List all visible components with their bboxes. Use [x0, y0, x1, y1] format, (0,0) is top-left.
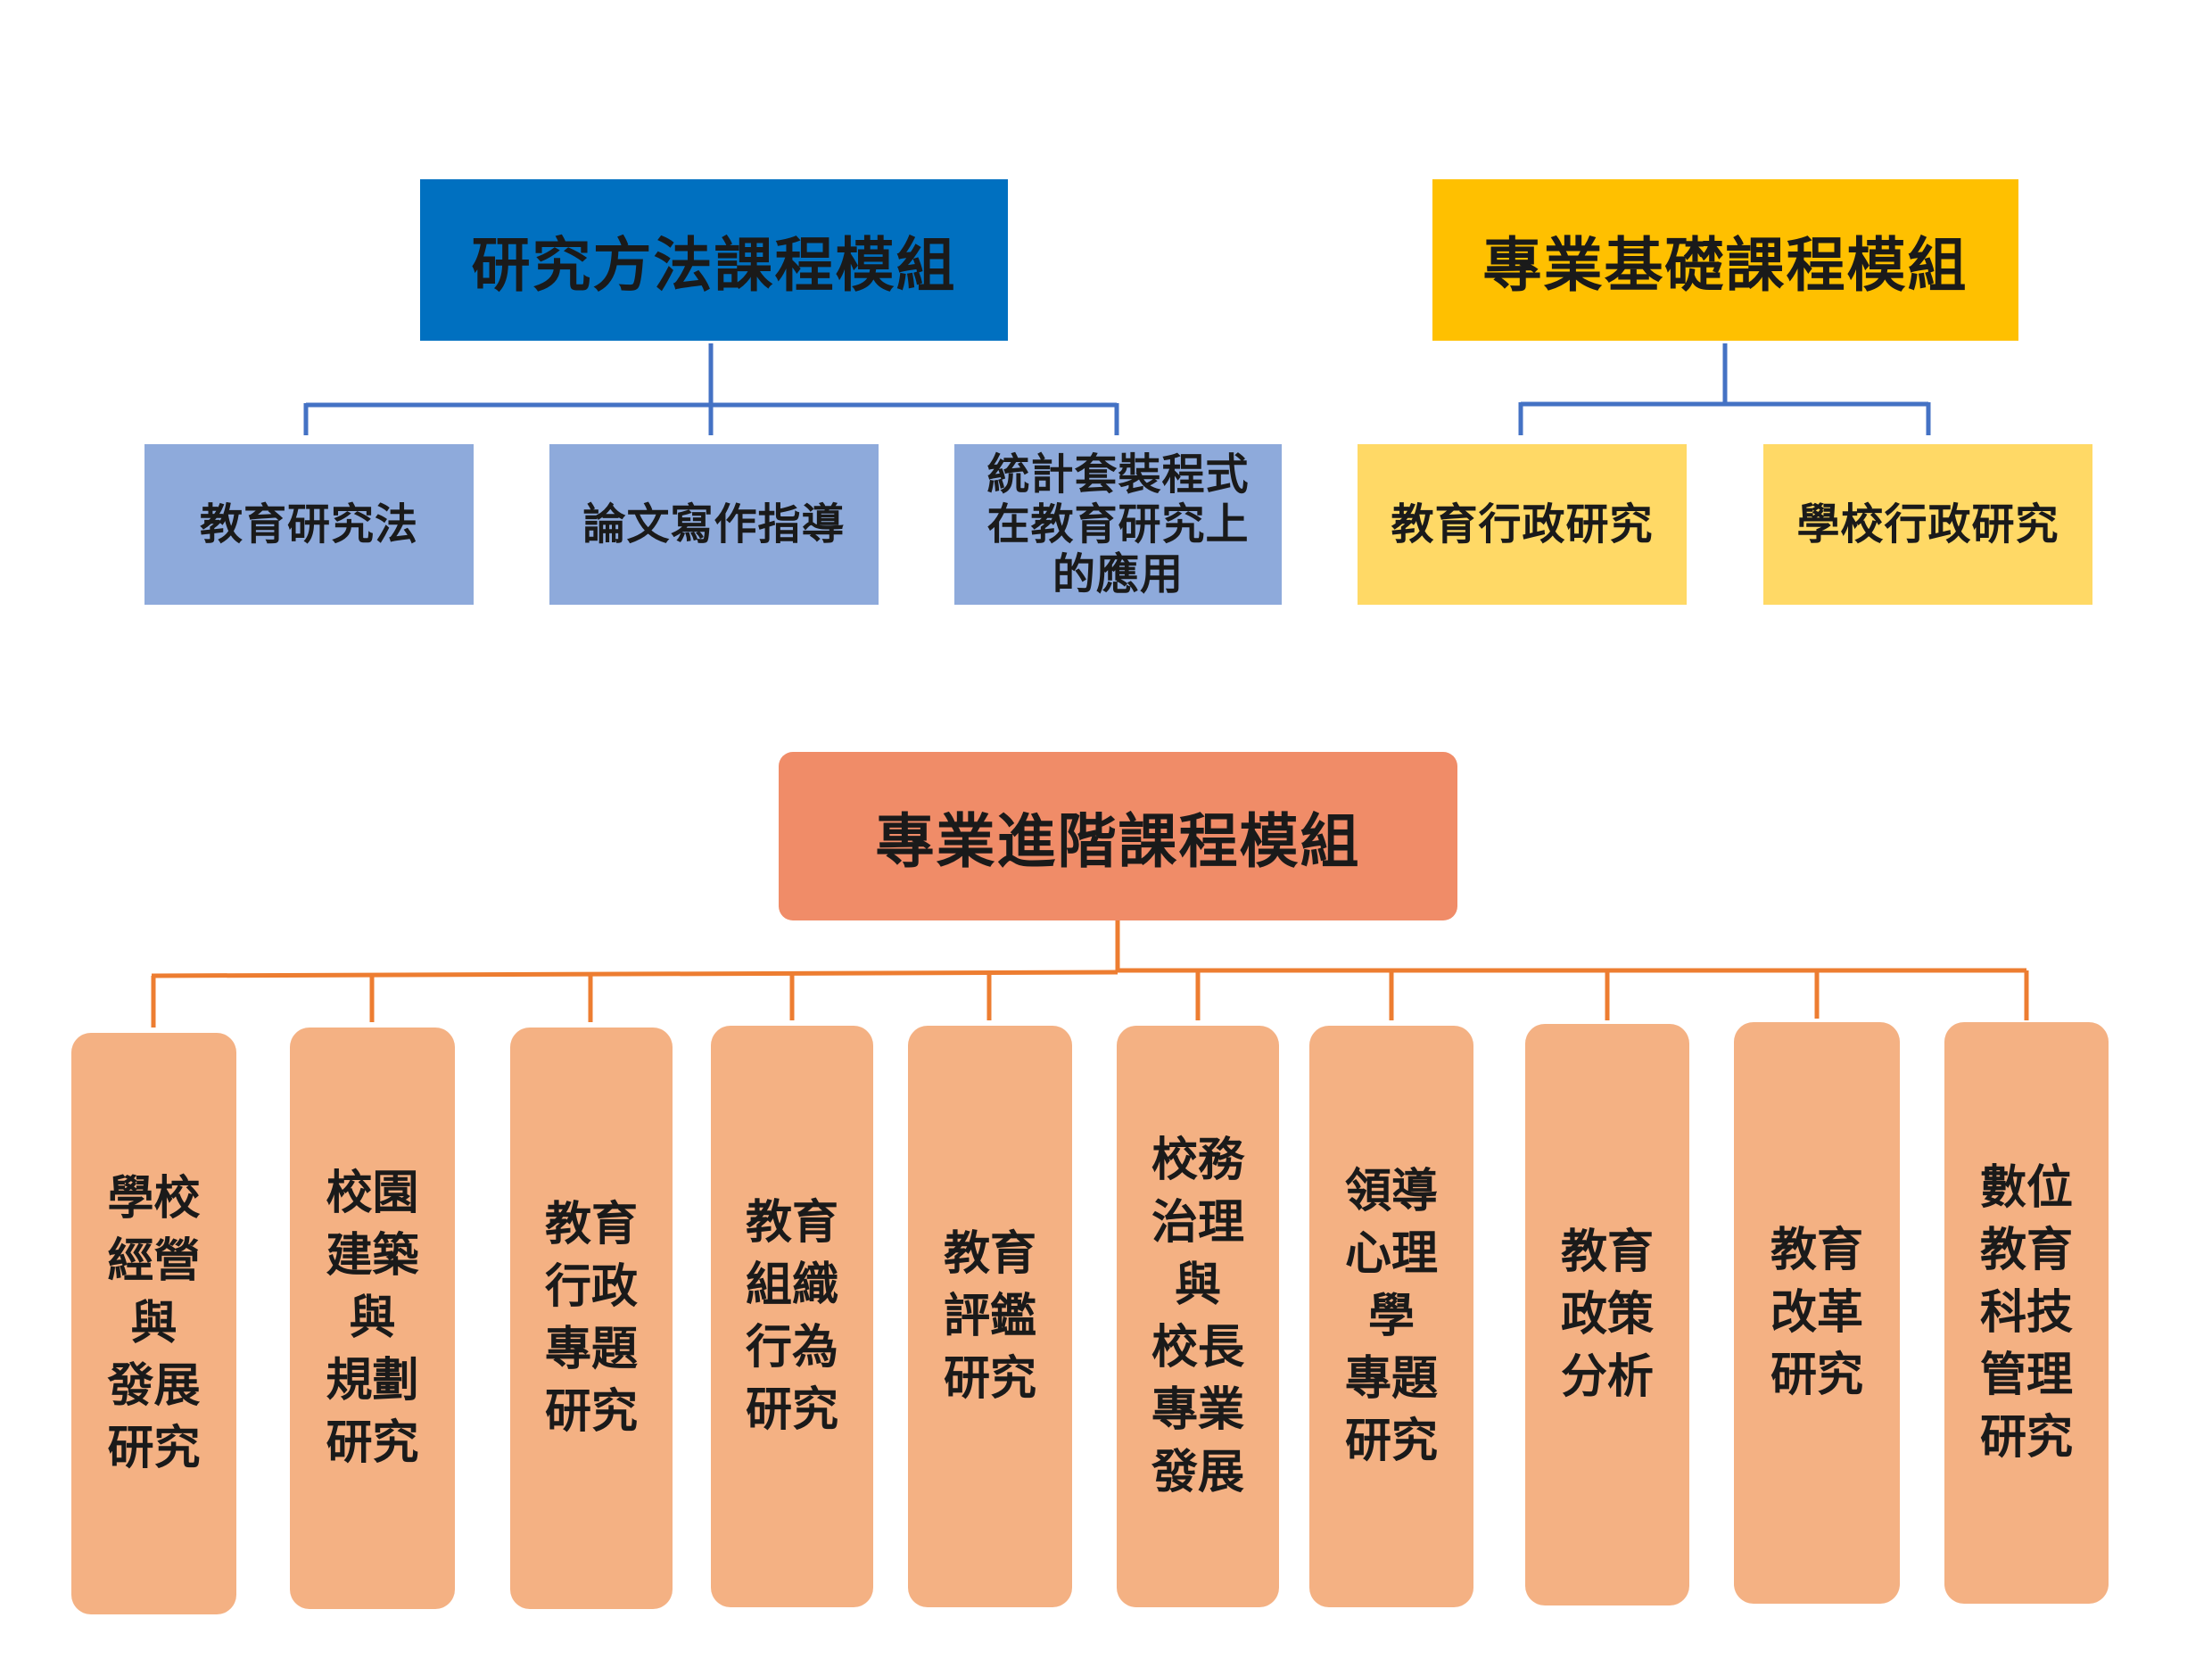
advanced-module-title: 專業進階課程模組: [875, 806, 1361, 876]
foundation-item-label: 教育行政研究: [1391, 499, 1654, 549]
foundation-item-label: 學校行政研究: [1796, 499, 2059, 549]
research-item-label: 教育研究法: [199, 499, 418, 549]
research-item-label: 論文寫作指導: [582, 499, 846, 549]
advanced-connectors: [151, 920, 2029, 1028]
advanced-item-label: 教育 政策 分析: [1560, 1226, 1654, 1404]
advanced-item-box: 教育 改革 研究: [1734, 1022, 1900, 1604]
advanced-item-box: 學校 經營 與 發展 研究: [71, 1033, 236, 1614]
foundation-item-box: 學校行政研究: [1763, 444, 2092, 605]
foundation-item-box: 教育行政研究: [1358, 444, 1687, 605]
advanced-item-label: 教育 組織 行為 研究: [745, 1196, 838, 1437]
advanced-item-box: 校務 治理 與 校長 專業 發展: [1117, 1026, 1279, 1607]
advanced-item-box: 教育 組織 行為 研究: [711, 1026, 873, 1607]
research-item-box: 教育研究法: [144, 444, 474, 605]
research-item-label: 統計套裝程式 在教育研究上 的應用: [986, 450, 1250, 599]
research-module-header: 研究方法課程模組: [420, 179, 1008, 341]
advanced-item-box: 教育 行政 專題 研究: [510, 1028, 673, 1609]
advanced-item-label: 領導 心理 學 專題 研究: [1344, 1165, 1438, 1468]
research-item-box: 統計套裝程式 在教育研究上 的應用: [954, 444, 1282, 605]
advanced-item-label: 教育 行政 專題 研究: [544, 1198, 638, 1439]
research-connectors: [303, 343, 1119, 435]
foundation-module-header: 專業基礎課程模組: [1432, 179, 2018, 341]
advanced-item-box: 教育 評鑑 研究: [908, 1026, 1072, 1607]
advanced-item-box: 校園 建築 與 規劃 研究: [290, 1028, 455, 1609]
advanced-item-box: 數位 教育 科技 管理 研究: [1944, 1022, 2109, 1604]
advanced-item-box: 領導 心理 學 專題 研究: [1309, 1026, 1473, 1607]
advanced-item-label: 數位 教育 科技 管理 研究: [1979, 1161, 2073, 1465]
advanced-item-label: 教育 評鑑 研究: [943, 1227, 1036, 1406]
advanced-item-label: 學校 經營 與 發展 研究: [107, 1172, 201, 1475]
advanced-module-header: 專業進階課程模組: [779, 752, 1457, 920]
foundation-connectors: [1518, 343, 1931, 435]
advanced-item-box: 教育 政策 分析: [1525, 1024, 1689, 1605]
research-item-box: 論文寫作指導: [549, 444, 879, 605]
foundation-module-title: 專業基礎課程模組: [1482, 230, 1969, 300]
advanced-item-label: 校務 治理 與 校長 專業 發展: [1151, 1134, 1244, 1499]
research-module-title: 研究方法課程模組: [471, 230, 957, 300]
advanced-item-label: 校園 建築 與 規劃 研究: [326, 1167, 419, 1470]
advanced-item-label: 教育 改革 研究: [1770, 1224, 1863, 1402]
